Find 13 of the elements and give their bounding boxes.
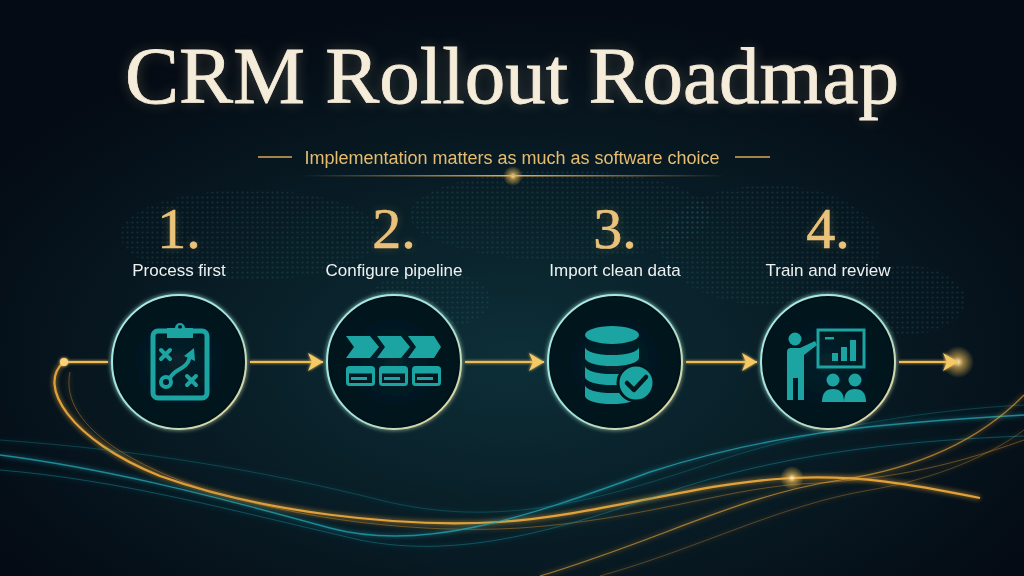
step-label: Train and review — [765, 261, 891, 281]
subtitle: Implementation matters as much as software choice — [304, 147, 720, 169]
step-number: 3. — [593, 200, 637, 258]
step-number: 4. — [806, 200, 850, 258]
step-label: Process first — [132, 261, 226, 281]
step-number: 2. — [372, 200, 416, 258]
arrow — [899, 353, 958, 371]
arrow — [465, 353, 544, 371]
arrow — [686, 353, 757, 371]
step-number: 1. — [157, 200, 201, 258]
step-label: Import clean data — [549, 261, 681, 281]
arrow — [250, 353, 323, 371]
step-label: Configure pipeline — [325, 261, 463, 281]
